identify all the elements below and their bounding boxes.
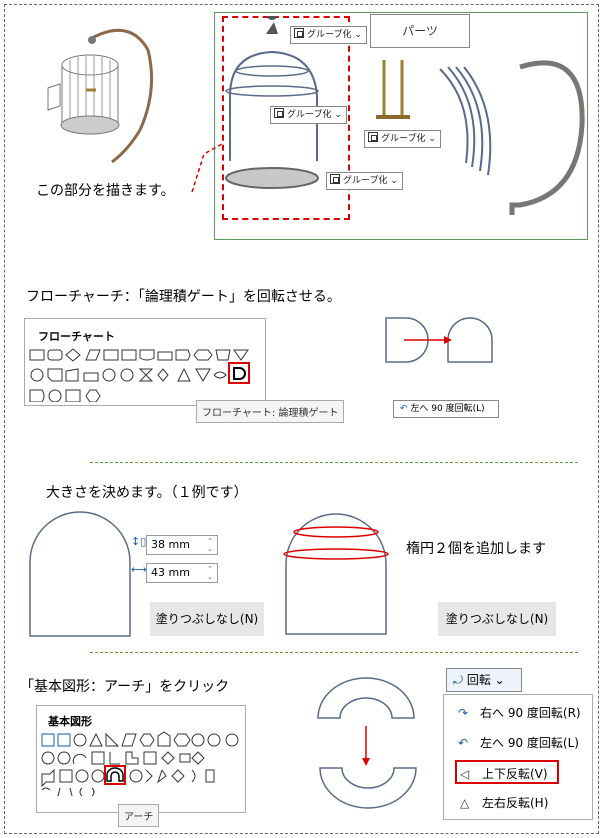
arch-shape-highlight[interactable] [104, 765, 126, 785]
menu-rotate-right-90[interactable]: ↷右へ 90 度回転(R) [458, 706, 581, 720]
arch-icon [106, 767, 124, 782]
height-field[interactable]: 38 mm⌃⌄ [146, 535, 218, 555]
flowchart-shapes-panel [24, 318, 266, 406]
section4-caption: 「基本図形：アーチ」をクリック [20, 679, 230, 695]
section3-caption: 大きさを決めます。（１例です） [46, 485, 248, 501]
basic-shape-icons[interactable] [40, 730, 244, 800]
group-icon [294, 28, 304, 38]
and-gate-highlight[interactable] [228, 362, 250, 384]
cage-dome-parts [225, 16, 319, 189]
group-icon [274, 108, 284, 118]
arch-tooltip: アーチ [118, 804, 160, 827]
and-gate-rotation-demo [385, 317, 493, 363]
group-icon [368, 132, 378, 142]
gate-with-ellipses [283, 513, 389, 635]
target-area-marker [222, 16, 350, 220]
cage-parts-illustration [376, 60, 585, 215]
birdcage-illustration [47, 28, 154, 164]
group-icon [330, 174, 340, 184]
section-divider [90, 462, 578, 463]
section1-caption: この部分を描きます。 [36, 183, 175, 199]
group-tag[interactable]: グループ化 ⌄ [326, 172, 403, 190]
ellipse-caption: 楕円２個を追加します [406, 541, 546, 557]
rotate-left-90-button[interactable]: ↶ 左へ 90 度回転(L) [393, 400, 499, 418]
height-icon: ↕▯ [131, 535, 147, 548]
rotate-left-icon: ↶ [400, 404, 408, 414]
flowchart-shape-icons[interactable] [28, 344, 264, 402]
menu-scroll-edge [572, 668, 592, 692]
menu-flip-horizontal[interactable]: △左右反転(H) [460, 796, 549, 810]
rotate-right-icon: ↷ [458, 706, 469, 720]
arch-flip-demo [317, 677, 417, 809]
rotate-icon: ⤾ [453, 673, 463, 687]
flip-horizontal-icon: △ [460, 796, 470, 810]
rotate-left-icon: ↶ [458, 736, 469, 750]
basic-shapes-title: 基本図形 [48, 715, 92, 728]
sized-gate-shape [29, 511, 131, 637]
section2-caption: フローチャーチ：「論理積ゲート」を回転させる。 [26, 289, 341, 305]
flip-vertical-icon: ◁ [460, 767, 470, 781]
width-icon: ⟷ [131, 563, 147, 576]
menu-flip-vertical[interactable]: ◁上下反転(V) [460, 767, 548, 781]
basic-shapes-panel [36, 705, 246, 813]
flowchart-panel-title: フローチャート [38, 330, 115, 343]
group-tag[interactable]: グループ化 ⌄ [290, 26, 367, 44]
menu-rotate-left-90[interactable]: ↶左へ 90 度回転(L) [458, 736, 579, 750]
no-fill-button[interactable]: 塗りつぶしなし(N) [438, 602, 556, 636]
group-tag[interactable]: グループ化 ⌄ [364, 130, 441, 148]
and-gate-icon [233, 367, 246, 380]
rotate-menu [443, 694, 593, 820]
parts-label: パーツ [370, 14, 470, 48]
width-field[interactable]: 43 mm⌃⌄ [146, 563, 218, 583]
spin-arrows-icon[interactable]: ⌃⌄ [207, 565, 213, 581]
rotate-dropdown-button[interactable]: ⤾ 回転 ⌄ [446, 668, 522, 692]
group-tag[interactable]: グループ化 ⌄ [270, 106, 347, 124]
and-gate-tooltip: フローチャート: 論理積ゲート [196, 400, 345, 423]
spin-arrows-icon[interactable]: ⌃⌄ [207, 537, 213, 553]
section-divider [90, 652, 578, 653]
caption-leader-line [191, 143, 223, 193]
no-fill-button[interactable]: 塗りつぶしなし(N) [150, 602, 264, 636]
flip-vertical-highlight [455, 760, 559, 784]
page-frame [4, 4, 599, 834]
